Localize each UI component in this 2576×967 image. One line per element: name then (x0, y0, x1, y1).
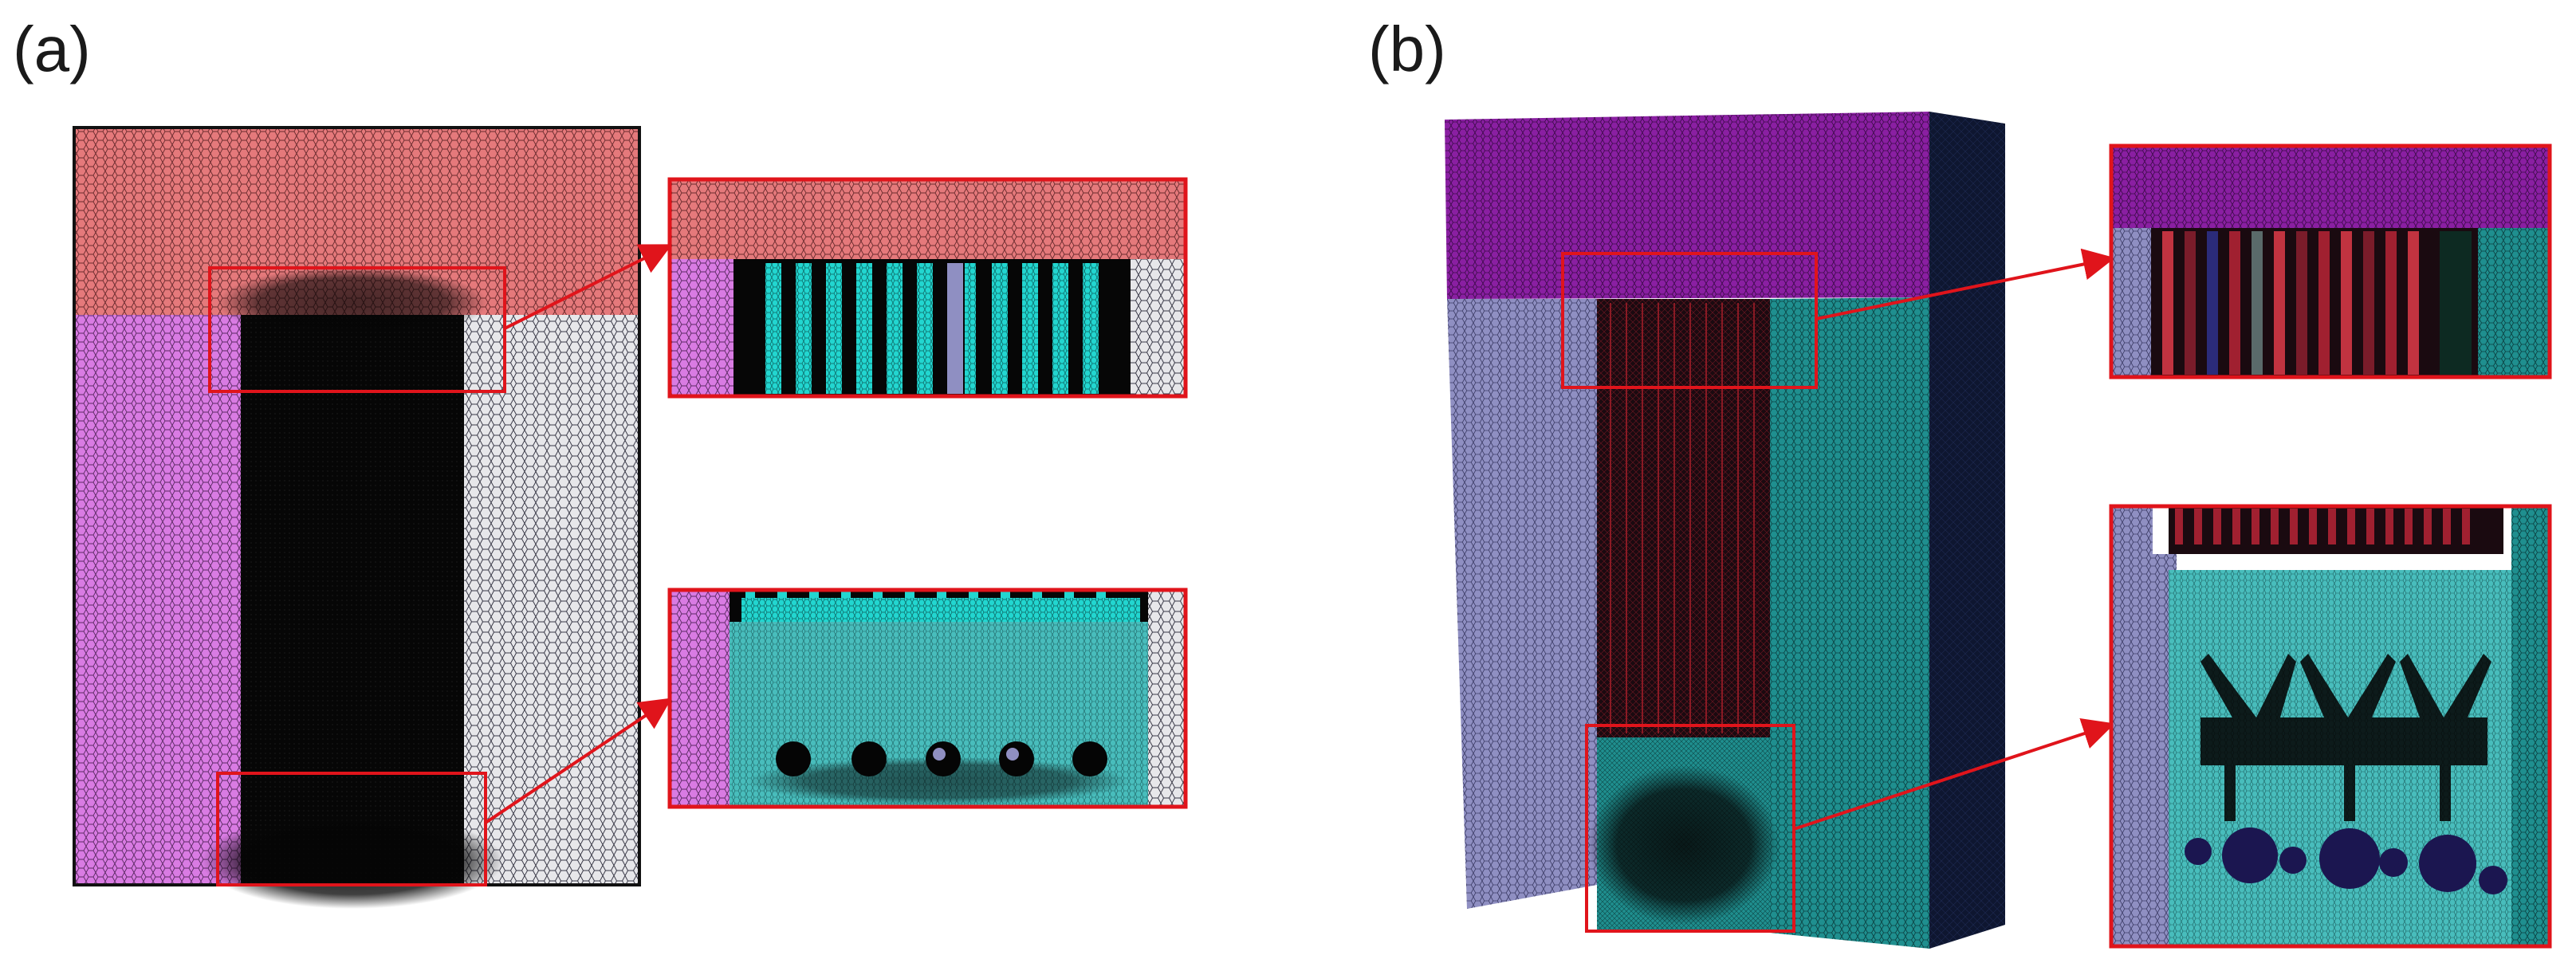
callout-box-top (1561, 252, 1818, 389)
callout-box-bottom (216, 772, 487, 886)
callout-box-top (208, 266, 506, 393)
right-limb-region (462, 315, 639, 885)
zoom-arrow (484, 698, 672, 824)
zoom-arrow (1815, 248, 2115, 320)
zoom-arrow (504, 244, 673, 330)
panel-a-zoom-bottom (667, 588, 1188, 809)
panel-b-mesh (1445, 112, 2115, 949)
panel-a-mesh (73, 126, 673, 909)
panel-a-zoom-top (667, 177, 1188, 399)
panel-b-zoom-top (2109, 143, 2552, 379)
core-region (241, 315, 464, 885)
panel-label-a: (a) (13, 14, 91, 85)
zoom-arrow (1793, 718, 2115, 831)
left-limb-region (74, 315, 246, 885)
panel-label-b: (b) (1368, 14, 1446, 85)
panel-b-zoom-bottom (2109, 504, 2552, 949)
